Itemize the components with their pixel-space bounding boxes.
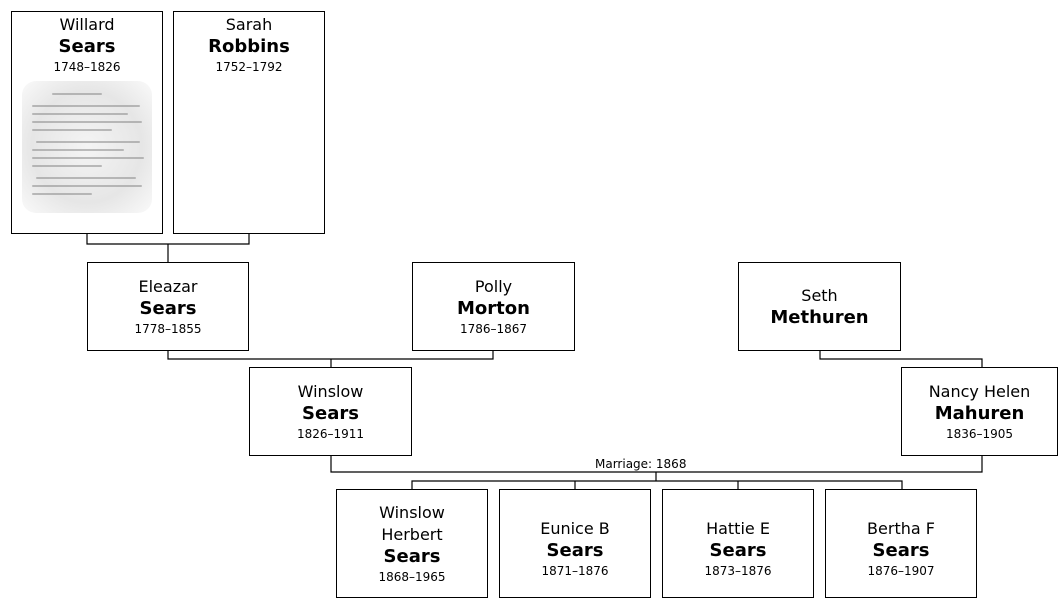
life-dates: 1873–1876: [704, 564, 772, 578]
person-card-hattie-e-sears[interactable]: Hattie E Sears 1873–1876: [662, 489, 814, 598]
given-name: Eleazar: [138, 277, 198, 296]
person-card-eleazar-sears[interactable]: Eleazar Sears 1778–1855: [87, 262, 249, 351]
person-card-sarah-robbins[interactable]: Sarah Robbins 1752–1792: [173, 11, 325, 234]
given-name: Winslow: [297, 382, 364, 401]
given-name: Bertha F: [867, 519, 935, 538]
person-card-winslow-herbert-sears[interactable]: Winslow Herbert Sears 1868–1965: [336, 489, 488, 598]
surname: Sears: [546, 540, 604, 561]
life-dates: 1871–1876: [541, 564, 609, 578]
person-card-willard-sears[interactable]: Willard Sears 1748–1826: [11, 11, 163, 234]
given-name: Sarah: [225, 15, 273, 34]
life-dates: 1752–1792: [215, 60, 283, 74]
person-card-winslow-sears[interactable]: Winslow Sears 1826–1911: [249, 367, 412, 456]
given-name: Willard: [59, 15, 115, 34]
life-dates: 1826–1911: [296, 427, 365, 441]
life-dates: 1786–1867: [459, 322, 528, 336]
surname: Morton: [457, 298, 530, 319]
person-card-bertha-f-sears[interactable]: Bertha F Sears 1876–1907: [825, 489, 977, 598]
person-card-seth-methuren[interactable]: Seth Methuren: [738, 262, 901, 351]
given-name: Hattie E: [706, 519, 770, 538]
surname: Robbins: [208, 36, 290, 57]
person-card-eunice-b-sears[interactable]: Eunice B Sears 1871–1876: [499, 489, 651, 598]
life-dates: 1778–1855: [134, 322, 202, 336]
surname: Sears: [58, 36, 116, 57]
surname: Sears: [383, 546, 441, 567]
given-name: Polly: [474, 277, 513, 296]
surname: Methuren: [770, 306, 869, 328]
surname: Sears: [302, 403, 359, 424]
given-name: Seth: [801, 285, 838, 305]
given-name: Nancy Helen: [928, 382, 1031, 401]
person-card-nancy-helen-mahuren[interactable]: Nancy Helen Mahuren 1836–1905: [901, 367, 1058, 456]
life-dates: 1868–1965: [378, 570, 446, 584]
life-dates: 1836–1905: [945, 427, 1014, 441]
document-photo-icon[interactable]: [22, 81, 152, 213]
surname: Sears: [139, 298, 197, 319]
person-card-polly-morton[interactable]: Polly Morton 1786–1867: [412, 262, 575, 351]
marriage-label: Marriage: 1868: [593, 457, 689, 471]
surname: Mahuren: [934, 403, 1025, 424]
middle-name: Herbert: [381, 525, 443, 544]
surname: Sears: [709, 540, 767, 561]
given-name: Winslow: [379, 503, 445, 522]
life-dates: 1748–1826: [53, 60, 121, 74]
surname: Sears: [872, 540, 930, 561]
given-name: Eunice B: [540, 519, 610, 538]
life-dates: 1876–1907: [867, 564, 935, 578]
